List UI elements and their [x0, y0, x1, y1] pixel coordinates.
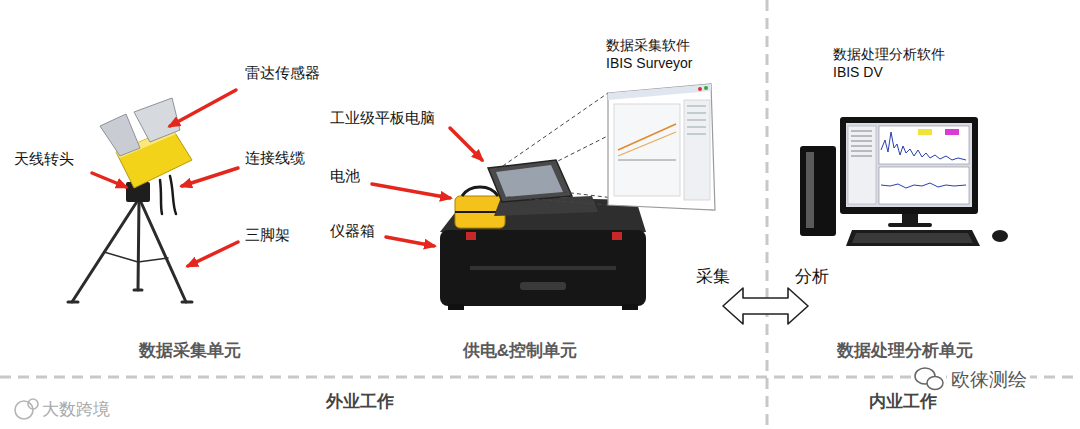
divider-vertical	[766, 0, 769, 429]
part-label: 天线转头	[14, 150, 74, 169]
section-label: 内业工作	[869, 391, 937, 412]
pointer-arrows	[92, 90, 482, 266]
unit-caption: 数据处理分析单元	[837, 341, 973, 361]
part-label: 三脚架	[245, 226, 290, 245]
part-label: 工业级平板电脑	[330, 109, 435, 128]
desktop-computer	[800, 117, 1008, 246]
software-label: 数据采集软件 IBIS Surveyor	[606, 37, 716, 72]
unit-region: 数据处理分析单元	[808, 40, 1008, 365]
unit-region: 供电&控制单元	[320, 40, 723, 365]
software-screenshot	[608, 84, 715, 210]
arrow-label: 采集	[696, 266, 730, 287]
part-label: 电池	[330, 167, 360, 186]
unit-caption: 供电&控制单元	[463, 341, 577, 361]
part-label: 仪器箱	[330, 222, 375, 241]
section-label: 外业工作	[326, 391, 394, 412]
arrow-label: 分析	[795, 266, 829, 287]
tripod	[68, 200, 192, 302]
wechat-icon	[912, 366, 946, 392]
projection-lines	[497, 84, 715, 210]
watermark: 欧徕测绘	[948, 368, 1030, 392]
double-arrow	[723, 288, 808, 324]
instrument-case	[440, 196, 646, 310]
unit-caption: 数据采集单元	[139, 341, 241, 361]
part-label: 连接线缆	[245, 149, 305, 168]
cables	[160, 176, 176, 214]
software-label: 数据处理分析软件 IBIS DV	[833, 46, 957, 81]
part-label: 雷达传感器	[245, 64, 320, 83]
unit-region: 数据采集单元	[20, 40, 317, 365]
watermark-icon	[15, 399, 38, 419]
tablet-pc	[488, 160, 598, 216]
watermark: 大数跨境	[42, 399, 110, 420]
radar-sensor	[100, 98, 192, 188]
